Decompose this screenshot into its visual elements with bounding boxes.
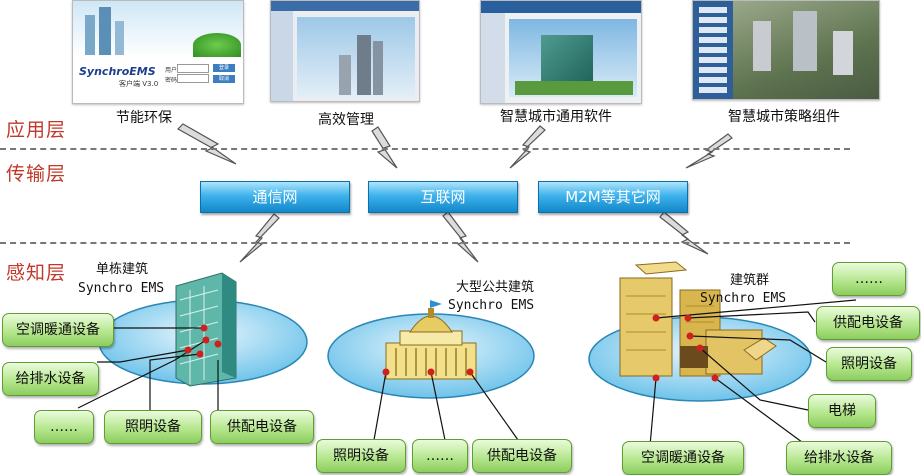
device-elevator-group: 电梯 xyxy=(808,394,876,428)
brand-logo-text: SynchroEMS xyxy=(79,65,156,78)
app-label-energy: 节能环保 xyxy=(116,110,172,126)
app-screenshot-strategy xyxy=(692,0,880,100)
divider-application-transmission xyxy=(0,148,850,150)
app-screenshot-management xyxy=(270,0,420,102)
device-power-single: 供配电设备 xyxy=(210,410,314,444)
device-water-single: 给排水设备 xyxy=(2,362,99,396)
perception-layer-label: 感知层 xyxy=(6,262,67,284)
username-label: 用户名 xyxy=(165,67,184,74)
building-group-title: 建筑群 xyxy=(730,273,770,288)
app-label-management: 高效管理 xyxy=(318,112,374,128)
lightning-icon xyxy=(239,213,280,263)
building-group-illustration xyxy=(619,261,777,377)
building-group-system: Synchro EMS xyxy=(700,291,787,306)
lightning-icon xyxy=(442,211,479,263)
device-lighting-public: 照明设备 xyxy=(316,439,406,473)
lightning-icons xyxy=(177,123,733,263)
client-version: 客户端 V3.0 xyxy=(119,80,159,88)
device-hvac-single: 空调暖通设备 xyxy=(2,313,114,347)
network-telecom: 通信网 xyxy=(200,181,350,213)
app-screenshot-smart-city xyxy=(480,0,642,104)
device-lighting-group: 照明设备 xyxy=(826,347,912,381)
device-more-single: …… xyxy=(34,410,94,444)
single-building-system: Synchro EMS xyxy=(78,281,165,296)
device-power-group: 供配电设备 xyxy=(816,306,920,340)
connection-dots xyxy=(184,314,719,382)
device-water-group: 给排水设备 xyxy=(786,441,892,475)
app-label-smart-city: 智慧城市通用软件 xyxy=(500,109,612,125)
device-more-group: …… xyxy=(832,262,906,296)
device-more-public: …… xyxy=(412,439,468,473)
network-m2m: M2M等其它网 xyxy=(538,181,688,213)
cancel-button[interactable]: 取消 xyxy=(213,75,235,83)
lightning-icon xyxy=(685,133,733,169)
device-lighting-single: 照明设备 xyxy=(104,410,202,444)
device-hvac-group: 空调暖通设备 xyxy=(622,441,744,475)
transmission-layer-label: 传输层 xyxy=(6,163,67,185)
device-power-public: 供配电设备 xyxy=(472,439,572,473)
lightning-icon xyxy=(371,126,398,169)
lightning-icon xyxy=(509,125,546,169)
public-building-illustration xyxy=(385,300,477,380)
app-label-strategy: 智慧城市策略组件 xyxy=(728,109,840,125)
divider-transmission-perception xyxy=(0,242,850,244)
password-input[interactable] xyxy=(177,74,209,83)
username-input[interactable] xyxy=(177,64,209,73)
application-layer-label: 应用层 xyxy=(6,119,67,141)
single-building-title: 单栋建筑 xyxy=(96,262,149,277)
lightning-icon xyxy=(659,211,709,255)
login-button[interactable]: 登录 xyxy=(213,64,235,72)
public-building-title: 大型公共建筑 xyxy=(456,280,535,295)
public-building-system: Synchro EMS xyxy=(448,298,535,313)
password-label: 密码 xyxy=(165,77,178,84)
connection-lines xyxy=(77,299,857,449)
app-screenshot-energy: SynchroEMS 客户端 V3.0 用户名 密码 登录 取消 xyxy=(72,0,244,104)
lightning-icon xyxy=(177,123,237,165)
network-internet: 互联网 xyxy=(368,181,518,213)
